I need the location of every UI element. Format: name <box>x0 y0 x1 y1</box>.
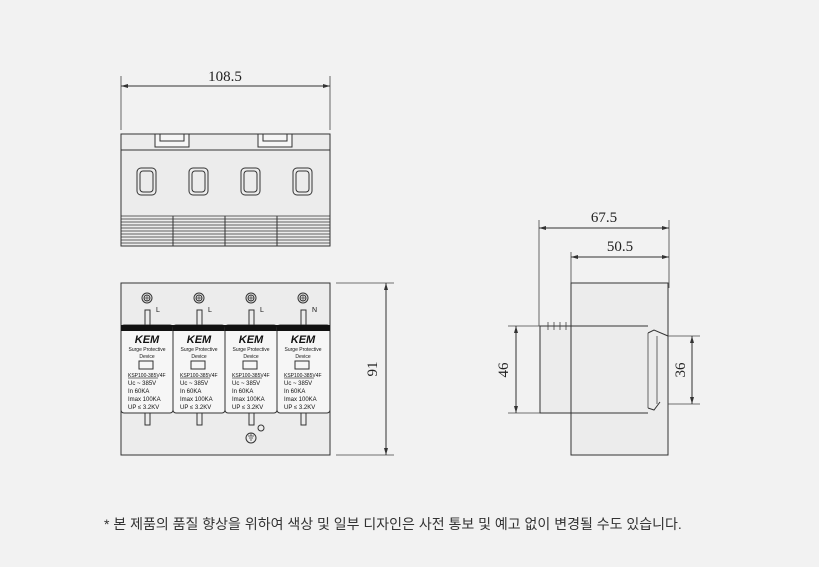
terminal-label: N <box>312 307 317 314</box>
svg-text:Imax 100KA: Imax 100KA <box>128 397 161 403</box>
module-2: KEM Surge Protective Device KSP100-385V4… <box>172 324 226 414</box>
terminal-label: L <box>156 307 160 314</box>
svg-text:Imax 100KA: Imax 100KA <box>180 397 213 403</box>
ventilation-grille <box>121 215 330 247</box>
terminal-screw-icon <box>193 292 205 304</box>
model-number: KSP100-385V4F <box>180 373 218 379</box>
dim-side-height-label: 46 <box>496 362 512 378</box>
svg-text:In 60KA: In 60KA <box>284 389 305 395</box>
module-1: KEM Surge Protective Device KSP100-385V4… <box>120 324 174 414</box>
dim-depth-label: 67.5 <box>591 210 617 226</box>
terminal-screw-icon <box>245 292 257 304</box>
terminal-screw-icon <box>297 292 309 304</box>
ground-icon <box>245 432 257 444</box>
top-view: 108.5 <box>120 69 331 247</box>
svg-text:UP ≤ 3.2KV: UP ≤ 3.2KV <box>128 405 159 411</box>
svg-text:UP ≤ 3.2KV: UP ≤ 3.2KV <box>284 405 315 411</box>
svg-text:Imax 100KA: Imax 100KA <box>284 397 317 403</box>
terminal-label: L <box>208 307 212 314</box>
svg-text:Surge Protective: Surge Protective <box>129 347 166 353</box>
model-number: KSP100-385V4F <box>128 373 166 379</box>
dim-width-label: 108.5 <box>208 69 242 85</box>
svg-text:Device: Device <box>139 354 155 360</box>
svg-text:Uc ~ 385V: Uc ~ 385V <box>232 381 260 387</box>
footnote: * 본 제품의 품질 향상을 위하여 색상 및 일부 디자인은 사전 통보 및 … <box>104 516 682 532</box>
side-view: 67.5 50.5 46 36 <box>496 210 700 456</box>
brand-logo: KEM <box>239 334 264 346</box>
module-3: KEM Surge Protective Device KSP100-385V4… <box>224 324 278 414</box>
svg-text:Device: Device <box>191 354 207 360</box>
svg-text:Uc ~ 385V: Uc ~ 385V <box>180 381 208 387</box>
brand-logo: KEM <box>135 334 160 346</box>
model-number: KSP100-385V4F <box>284 373 322 379</box>
svg-text:Device: Device <box>295 354 311 360</box>
svg-text:UP ≤ 3.2KV: UP ≤ 3.2KV <box>180 405 211 411</box>
svg-text:In 60KA: In 60KA <box>128 389 149 395</box>
svg-text:In 60KA: In 60KA <box>232 389 253 395</box>
dim-height-label: 91 <box>365 362 381 377</box>
svg-text:Device: Device <box>243 354 259 360</box>
brand-logo: KEM <box>187 334 212 346</box>
svg-text:Surge Protective: Surge Protective <box>233 347 270 353</box>
dim-rail-height-label: 36 <box>673 362 689 378</box>
svg-text:In 60KA: In 60KA <box>180 389 201 395</box>
model-number: KSP100-385V4F <box>232 373 270 379</box>
svg-text:Surge Protective: Surge Protective <box>181 347 218 353</box>
module-4: KEM Surge Protective Device KSP100-385V4… <box>276 324 331 414</box>
terminal-screw-icon <box>141 292 153 304</box>
terminal-label: L <box>260 307 264 314</box>
svg-text:Imax 100KA: Imax 100KA <box>232 397 265 403</box>
dim-depth-partial-label: 50.5 <box>607 239 633 255</box>
svg-text:Surge Protective: Surge Protective <box>285 347 322 353</box>
brand-logo: KEM <box>291 334 316 346</box>
front-view: L L L N KEM Surge Protective Device KSP1… <box>120 282 394 456</box>
svg-text:Uc ~ 385V: Uc ~ 385V <box>284 381 312 387</box>
svg-text:Uc ~ 385V: Uc ~ 385V <box>128 381 156 387</box>
svg-text:UP ≤ 3.2KV: UP ≤ 3.2KV <box>232 405 263 411</box>
